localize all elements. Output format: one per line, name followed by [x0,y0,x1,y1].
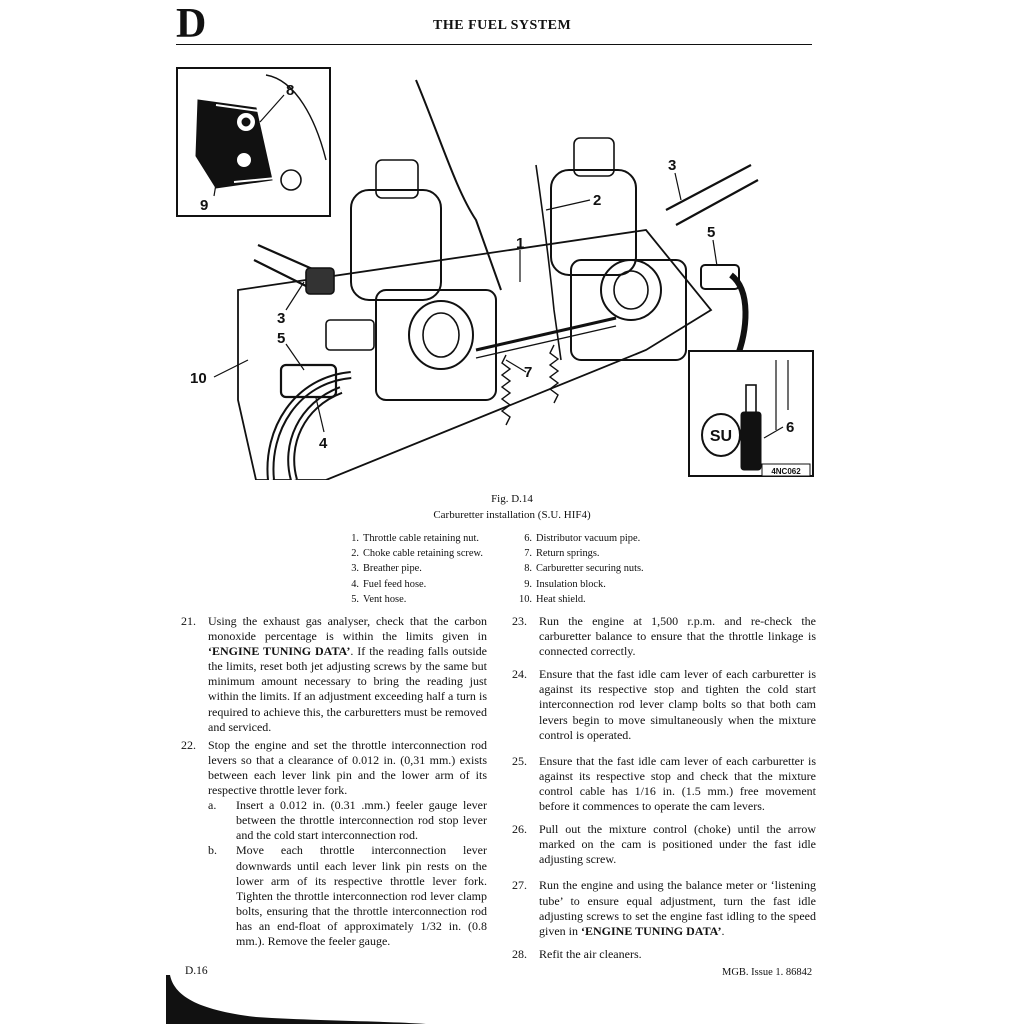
callout-1: 1 [516,235,524,252]
step-22: 22. Stop the engine and set the throttle… [181,737,487,798]
legend-item: 2.Choke cable retaining screw. [351,548,483,560]
breather-pipe-right [665,164,759,226]
inset-vacuum-pipe [688,350,814,477]
callout-3-left: 3 [277,310,285,327]
return-spring-right [548,344,560,404]
callout-9: 9 [200,197,208,214]
legend-item: 6.Distributor vacuum pipe. [524,533,641,544]
callout-5-right: 5 [707,224,715,241]
text-column-left: 21. Using the exhaust gas analyser, chec… [181,614,487,949]
legend-item: 4.Fuel feed hose. [351,578,427,590]
legend-item: 8.Carburetter securing nuts. [524,563,644,575]
inset-code: 4NC062 [771,467,801,476]
step-26: 26. Pull out the mixture control (choke)… [512,822,816,867]
heat-shield-shape [237,229,713,480]
scan-shadow [166,975,426,1024]
figure-caption: Carburetter installation (S.U. HIF4) [433,509,591,521]
interconnection-rod [475,316,617,352]
legend-item: 9.Insulation block. [524,578,606,590]
callout-7: 7 [524,364,532,381]
step-23: 23. Run the engine at 1,500 r.p.m. and r… [512,614,816,659]
left-dashpot [350,189,442,301]
step-22b: b. Move each throttle interconnection le… [208,843,487,948]
step-21: 21. Using the exhaust gas analyser, chec… [181,614,487,734]
step-28: 28. Refit the air cleaners. [512,946,642,961]
inset-insulation-block [176,67,331,217]
legend-item: 10.Heat shield. [519,593,586,605]
legend-left: 1.Throttle cable retaining nut. 2.Choke … [343,531,483,607]
legend-item: 5.Vent hose. [351,593,407,605]
step-25: 25. Ensure that the fast idle cam lever … [512,753,816,814]
callout-5-left: 5 [277,330,285,347]
carburetter-diagram: SU 4NC062 8 9 3 2 1 5 3 5 10 4 7 6 [176,67,814,480]
callout-4: 4 [319,435,328,452]
right-dashpot [550,169,637,276]
choke-cable [535,164,562,361]
legend-right: 6.Distributor vacuum pipe. 7.Return spri… [516,531,644,607]
figure-number: Fig. D.14 [491,493,533,505]
page-number: D.16 [185,965,208,977]
callout-2: 2 [593,192,601,209]
inset-logo: SU [710,428,732,445]
header-rule [176,44,812,45]
left-carb-body [375,289,497,401]
section-letter: D [176,1,207,47]
legend-item: 7.Return springs. [524,548,600,560]
callout-6: 6 [786,419,794,436]
step-22a: a. Insert a 0.012 in. (0.31 .mm.) feeler… [208,798,487,843]
text-column-right: 23. Run the engine at 1,500 r.p.m. and r… [512,614,816,962]
callout-8: 8 [286,82,294,99]
legend-item: 1.Throttle cable retaining nut. [351,533,479,544]
legend-item: 3.Breather pipe. [351,563,422,575]
step-27: 27. Run the engine and using the balance… [512,878,816,938]
callout-10: 10 [190,370,207,387]
document-reference: MGB. Issue 1. 86842 [722,967,813,978]
page-title: THE FUEL SYSTEM [433,18,572,33]
step-24: 24. Ensure that the fast idle cam lever … [512,667,816,742]
throttle-cable [415,79,502,291]
callout-3-right: 3 [668,157,676,174]
return-spring-left [500,354,512,426]
